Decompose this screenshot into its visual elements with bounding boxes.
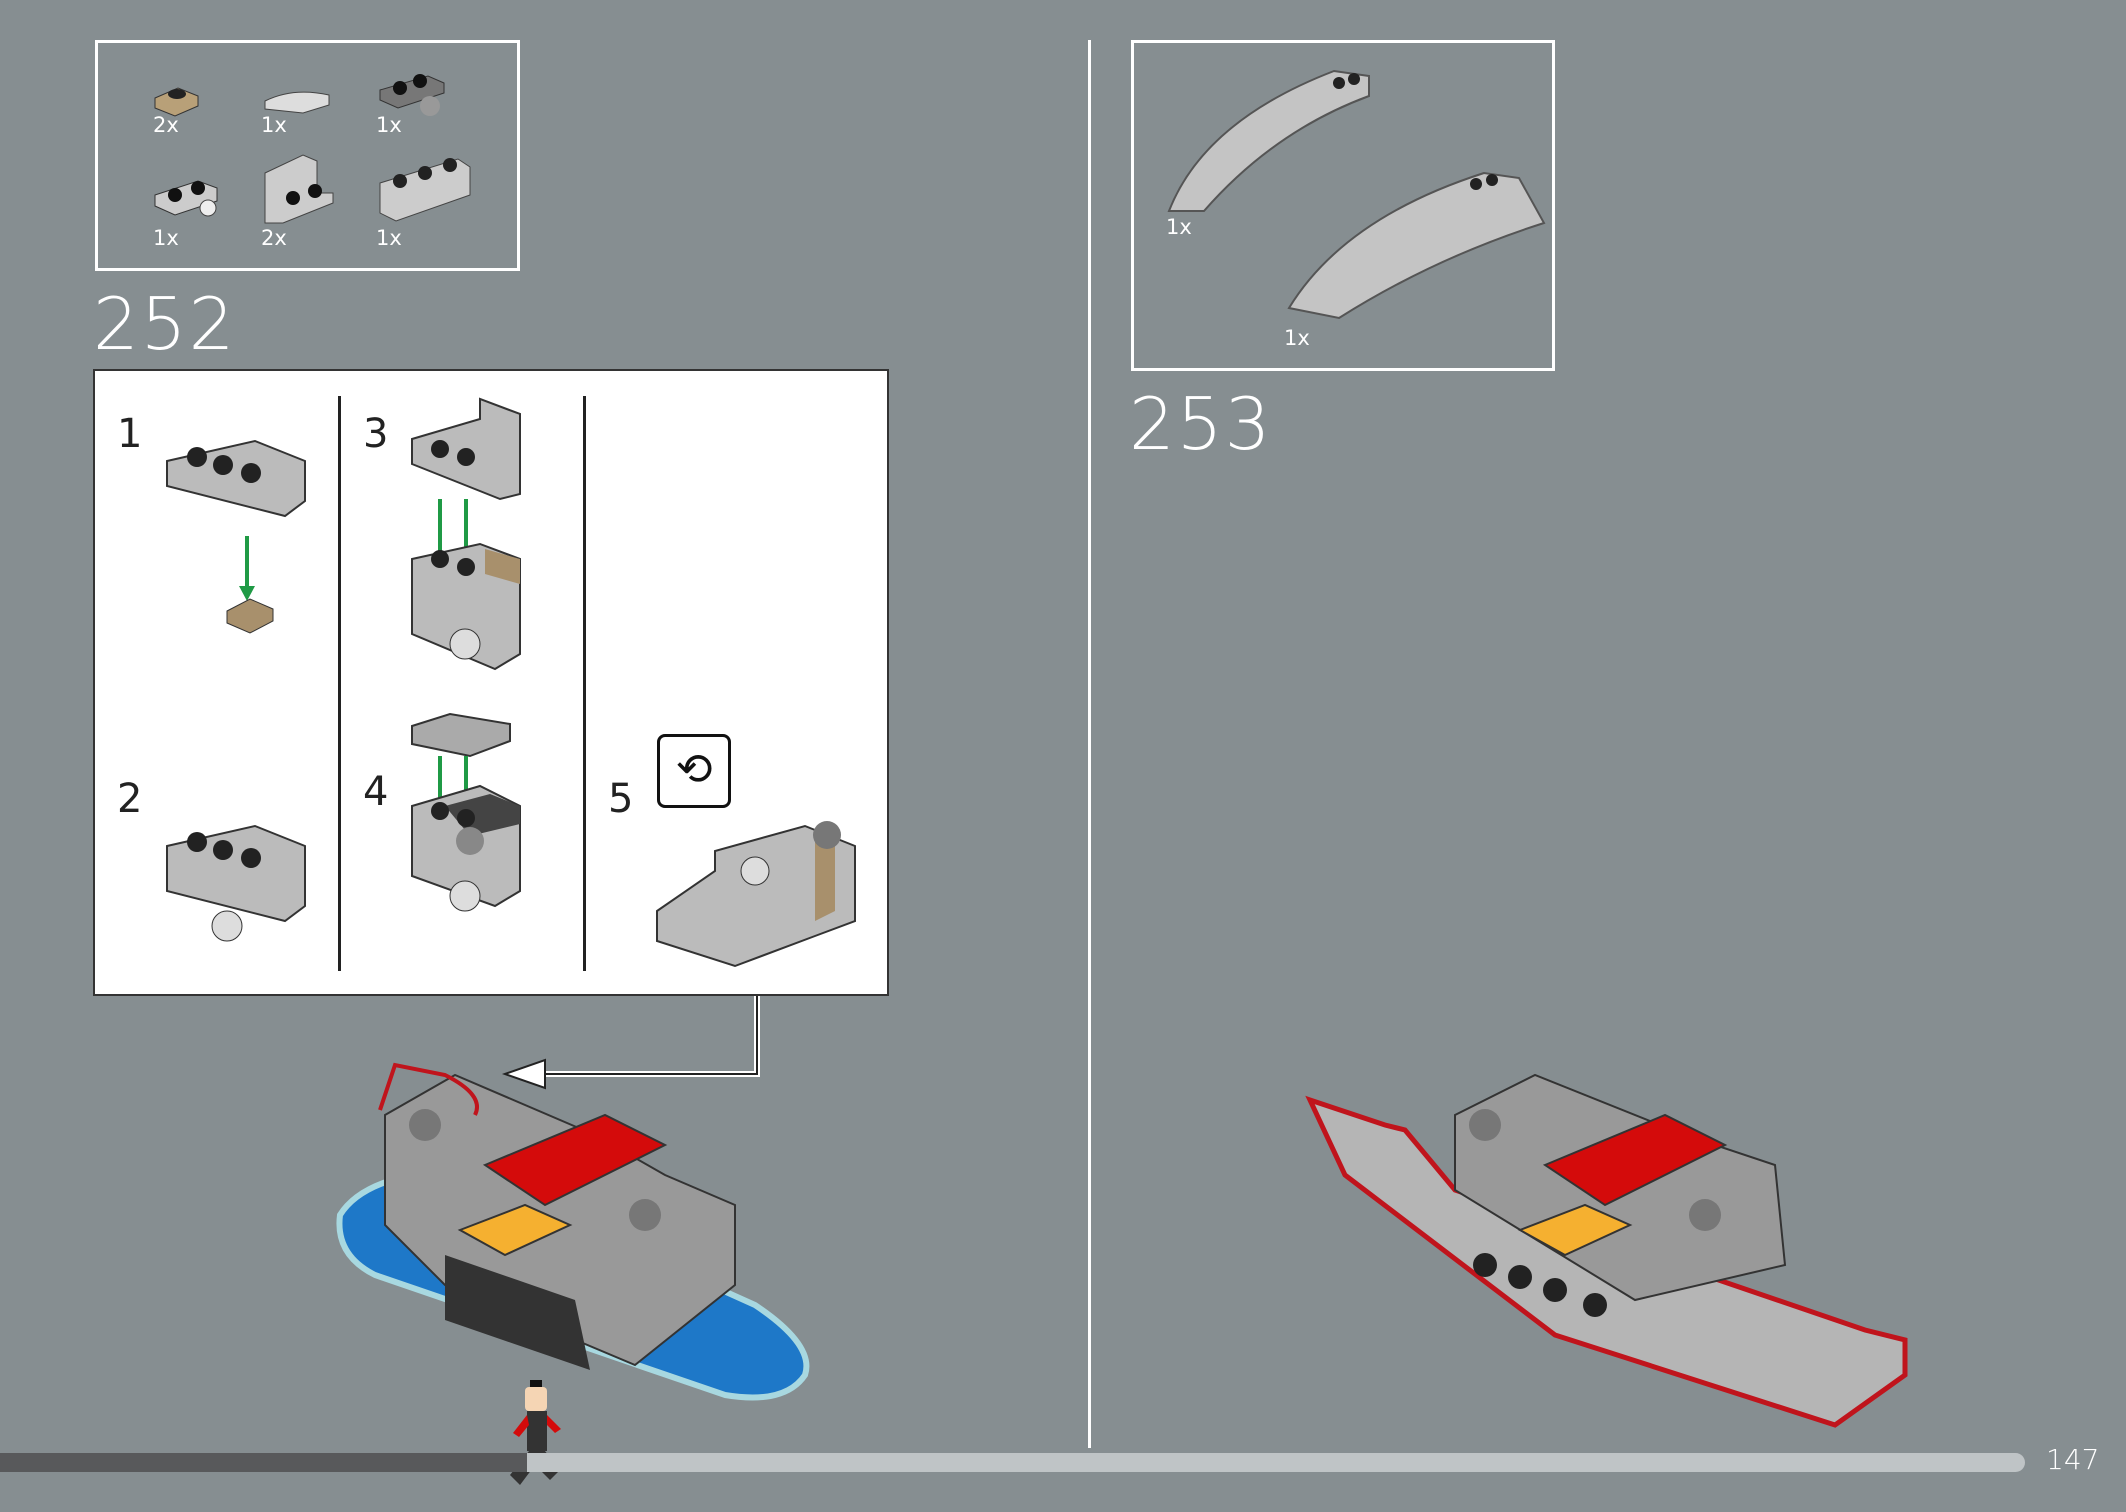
divider	[338, 396, 341, 971]
substep-1-illustration	[166, 439, 306, 634]
rotate-model-icon: ⟲	[657, 734, 731, 808]
part-qty: 1x	[261, 113, 287, 137]
parts-list-253: 1x 1x	[1131, 40, 1555, 371]
progress-bar	[0, 1453, 2025, 1472]
substep-4-illustration	[411, 712, 521, 912]
part-qty: 1x	[153, 226, 179, 250]
part-qty: 1x	[376, 226, 402, 250]
minifigure-progress-marker	[510, 1380, 561, 1485]
substep-number: 2	[117, 776, 143, 822]
substep-panel: 1 2 3 4 5 ⟲	[93, 369, 889, 996]
substep-number: 3	[363, 411, 389, 457]
part-qty: 2x	[153, 113, 179, 137]
substep-number: 4	[363, 769, 389, 815]
substep-2-illustration	[166, 824, 306, 942]
step-number-253: 253	[1129, 382, 1273, 466]
progress-fill	[0, 1453, 527, 1472]
substep-number: 5	[608, 776, 634, 822]
curved-slope-icon	[1287, 171, 1546, 320]
plate-with-clip-icon	[154, 180, 218, 217]
substep-3-illustration	[411, 397, 521, 671]
curved-slope-icon	[1167, 69, 1370, 212]
part-qty: 1x	[1166, 215, 1192, 239]
hovercraft-model	[336, 1062, 810, 1401]
part-qty: 2x	[261, 226, 287, 250]
callout-arrow	[501, 996, 760, 1090]
tan-plate-icon	[154, 87, 199, 117]
page-number: 147	[2046, 1443, 2100, 1476]
step-number-252: 252	[93, 282, 237, 366]
substep-number: 1	[117, 411, 143, 457]
page-divider	[1088, 40, 1091, 1448]
divider	[583, 396, 586, 971]
substep-5-illustration	[656, 821, 856, 968]
plate-with-ball-icon	[379, 74, 445, 116]
boat-model	[1305, 1073, 1908, 1428]
brick-1x3-icon	[379, 158, 471, 222]
bracket-icon	[264, 154, 334, 224]
curved-slope-icon	[264, 91, 330, 114]
part-qty: 1x	[376, 113, 402, 137]
part-qty: 1x	[1284, 326, 1310, 350]
parts-list-252: 2x 1x 1x 1x 2x 1x	[95, 40, 520, 271]
